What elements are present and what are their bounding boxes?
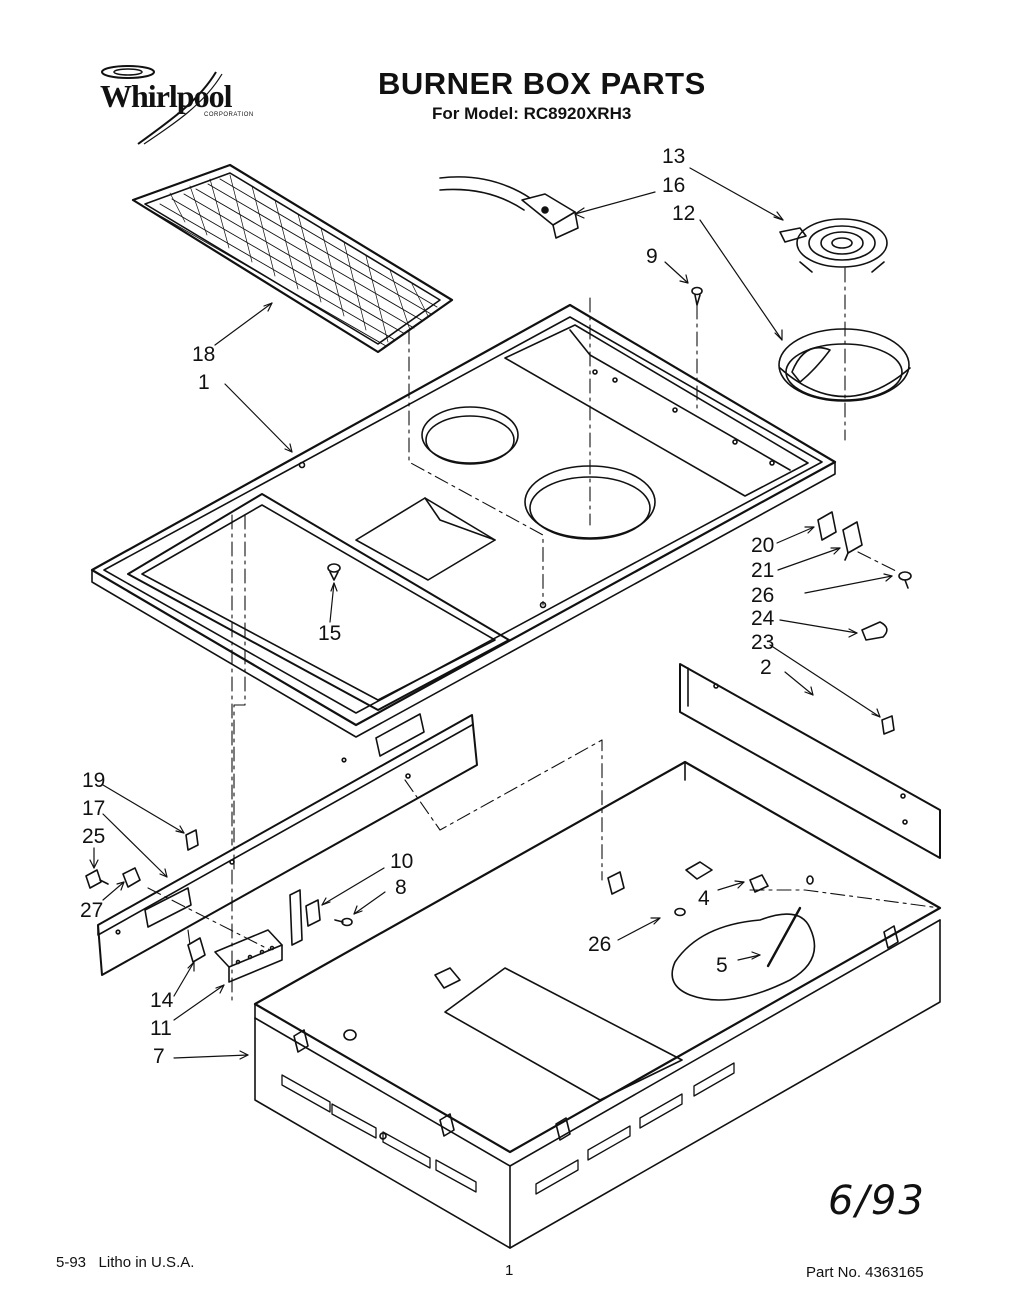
callout-15: 15 [318,622,342,645]
handwritten-date: 6/93 [828,1178,926,1224]
part-switch-bracket [187,889,353,983]
footer-part-number: Part No. 4363165 [806,1264,924,1281]
callout-10: 10 [390,850,414,873]
callout-13: 13 [662,145,686,168]
callout-24: 24 [751,607,775,630]
callout-25: 25 [82,825,106,848]
callout-4: 4 [698,887,710,910]
callout-26-bottom: 26 [588,933,612,956]
callout-27: 27 [80,899,104,922]
part-screw-15 [327,563,341,581]
part-cooktop-top [90,303,837,738]
callout-16: 16 [662,174,686,197]
callout-18: 18 [192,343,216,366]
footer-print-info: 5-93 Litho in U.S.A. [56,1254,195,1271]
callout-9: 9 [646,245,658,268]
callout-20: 20 [751,534,775,557]
callout-leaders [89,167,893,1060]
callout-11: 11 [150,1017,172,1040]
part-grille [131,163,454,354]
callout-21: 21 [751,559,775,582]
part-screw-9 [691,286,703,306]
part-drip-bowl [778,328,911,402]
part-panel-hardware [85,829,199,889]
part-small-hardware [817,511,912,735]
callout-2: 2 [760,656,772,679]
whirlpool-logo [101,65,223,145]
part-rear-panel [679,663,941,859]
callout-19: 19 [82,769,106,792]
part-burner-element [779,218,888,273]
assembly-lines [147,267,941,1001]
part-receptacle [439,176,579,239]
logo-subtext: CORPORATION [204,112,254,118]
callout-23: 23 [751,631,775,654]
callout-17: 17 [82,797,106,820]
callout-12: 12 [672,202,696,225]
callout-7: 7 [153,1045,165,1068]
callout-14: 14 [150,989,174,1012]
callout-1: 1 [198,371,210,394]
part-front-panel [97,713,478,976]
model-line: For Model: RC8920XRH3 [432,104,632,123]
callout-5: 5 [716,954,728,977]
page-title: BURNER BOX PARTS [378,66,706,101]
footer-page-number: 1 [505,1262,514,1279]
part-burner-box [253,760,942,1249]
logo-wordmark: Whirlpool [100,78,232,114]
callout-26-top: 26 [751,584,775,607]
callout-8: 8 [395,876,407,899]
